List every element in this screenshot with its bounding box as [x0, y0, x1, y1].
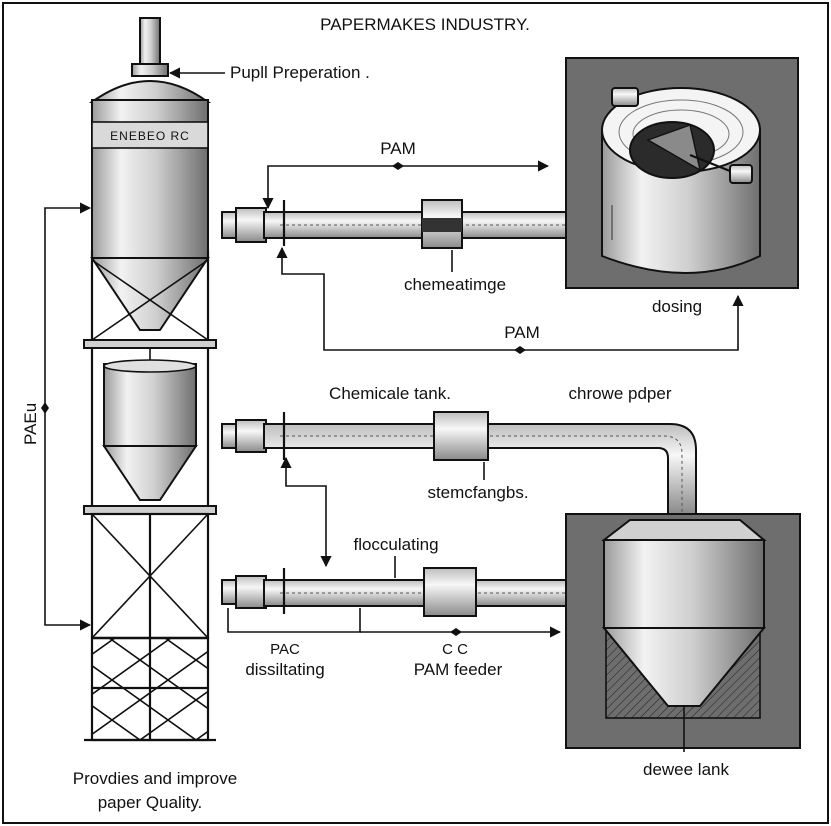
middle-hopper-cylinder — [103, 363, 197, 447]
silo-upper-cone — [90, 257, 210, 331]
caption-line-1: Provdies and improve — [73, 769, 237, 788]
dosing-tank — [565, 57, 799, 289]
label-pam-mid: PAM — [504, 323, 540, 342]
label-pam-feeder: PAM feeder — [414, 660, 503, 679]
middle-hopper-cone — [102, 445, 198, 501]
label-pac: PAC — [270, 641, 300, 658]
label-flocculating: flocculating — [353, 535, 438, 554]
pipe-2-coupling — [433, 411, 489, 461]
silo-stencil-text: ENEBEO RC — [110, 129, 190, 143]
tower-platform-upper — [83, 339, 217, 349]
dewee-tank-body — [603, 539, 765, 629]
pipe-row-1 — [221, 199, 613, 249]
label-stemcfangbs: stemcfangbs. — [427, 483, 528, 502]
left-feedback-loop: PAEu — [21, 202, 92, 631]
label-chemeatimge: chemeatimge — [404, 275, 506, 294]
silo-tower: ENEBEO RC — [83, 17, 217, 742]
dewee-tank — [565, 513, 801, 752]
silo-top-pipe — [139, 17, 161, 69]
page-title: PAPERMAKES INDUSTRY. — [320, 15, 530, 34]
label-cc: C C — [442, 641, 468, 658]
pipe-row-3 — [221, 567, 615, 617]
label-dosing: dosing — [652, 297, 702, 316]
label-chrowe-pdper: chrowe pdper — [568, 384, 671, 403]
tower-platform-lower — [83, 505, 217, 515]
label-chemical-tank: Chemicale tank. — [329, 384, 451, 403]
side-label-paeu: PAEu — [21, 403, 40, 445]
pipe-row-2 — [221, 411, 697, 515]
silo-dome — [88, 80, 212, 103]
label-pam-top: PAM — [380, 139, 416, 158]
dewee-tank-cone — [601, 627, 767, 707]
label-pulp-preparation: Pupll Preperation . — [230, 63, 370, 82]
pipe-3-coupling — [423, 567, 477, 617]
label-dissiltating: dissiltating — [245, 660, 324, 679]
label-dewee-lank: dewee lank — [643, 760, 730, 779]
caption-line-2: paper Quality. — [98, 793, 203, 812]
